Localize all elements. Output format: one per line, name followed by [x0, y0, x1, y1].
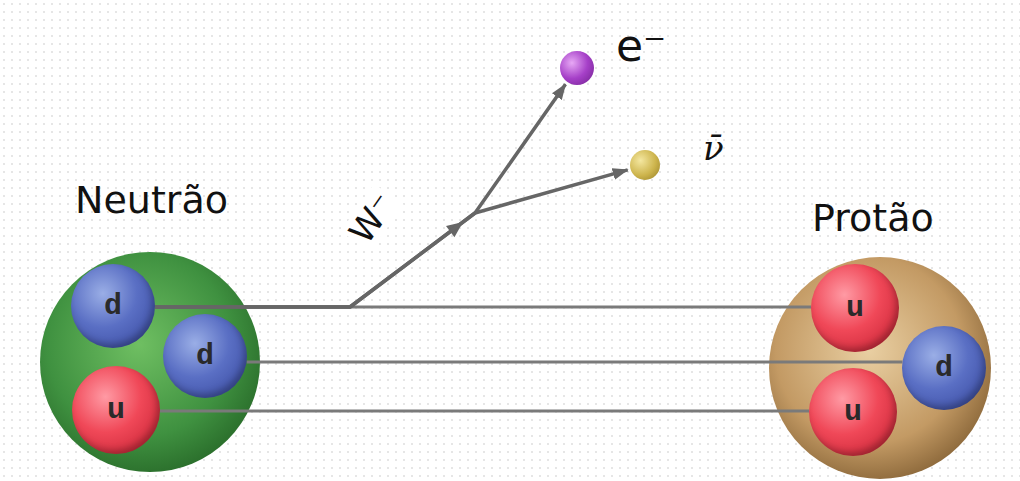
down-quark: d	[902, 326, 986, 410]
electron: e⁻	[560, 51, 594, 85]
quark-letter: d	[104, 291, 122, 321]
neutron: Neutrãoddu	[40, 252, 260, 472]
neutron-body	[40, 252, 260, 472]
proton-label: Protão	[812, 196, 934, 240]
antineutrino-label: ν̄	[703, 128, 724, 168]
quark-letter: u	[846, 293, 864, 323]
antineutrino: ν̄	[630, 150, 660, 180]
down-quark: d	[163, 314, 247, 398]
neutron-label: Neutrão	[75, 178, 228, 222]
quark-letter: d	[196, 341, 214, 371]
electron-label: e⁻	[616, 20, 666, 71]
quark-line	[160, 410, 809, 413]
proton-body	[769, 257, 991, 479]
boson-label: W⁻	[341, 184, 404, 252]
quark-letter: d	[935, 353, 953, 383]
up-quark: u	[809, 368, 897, 456]
quark-line	[247, 361, 903, 364]
up-quark: u	[811, 264, 899, 352]
quark-letter: u	[107, 395, 125, 425]
up-quark: u	[72, 366, 160, 454]
proton: Protãoudu	[769, 257, 991, 479]
down-quark: d	[71, 264, 155, 348]
quark-letter: u	[844, 397, 862, 427]
